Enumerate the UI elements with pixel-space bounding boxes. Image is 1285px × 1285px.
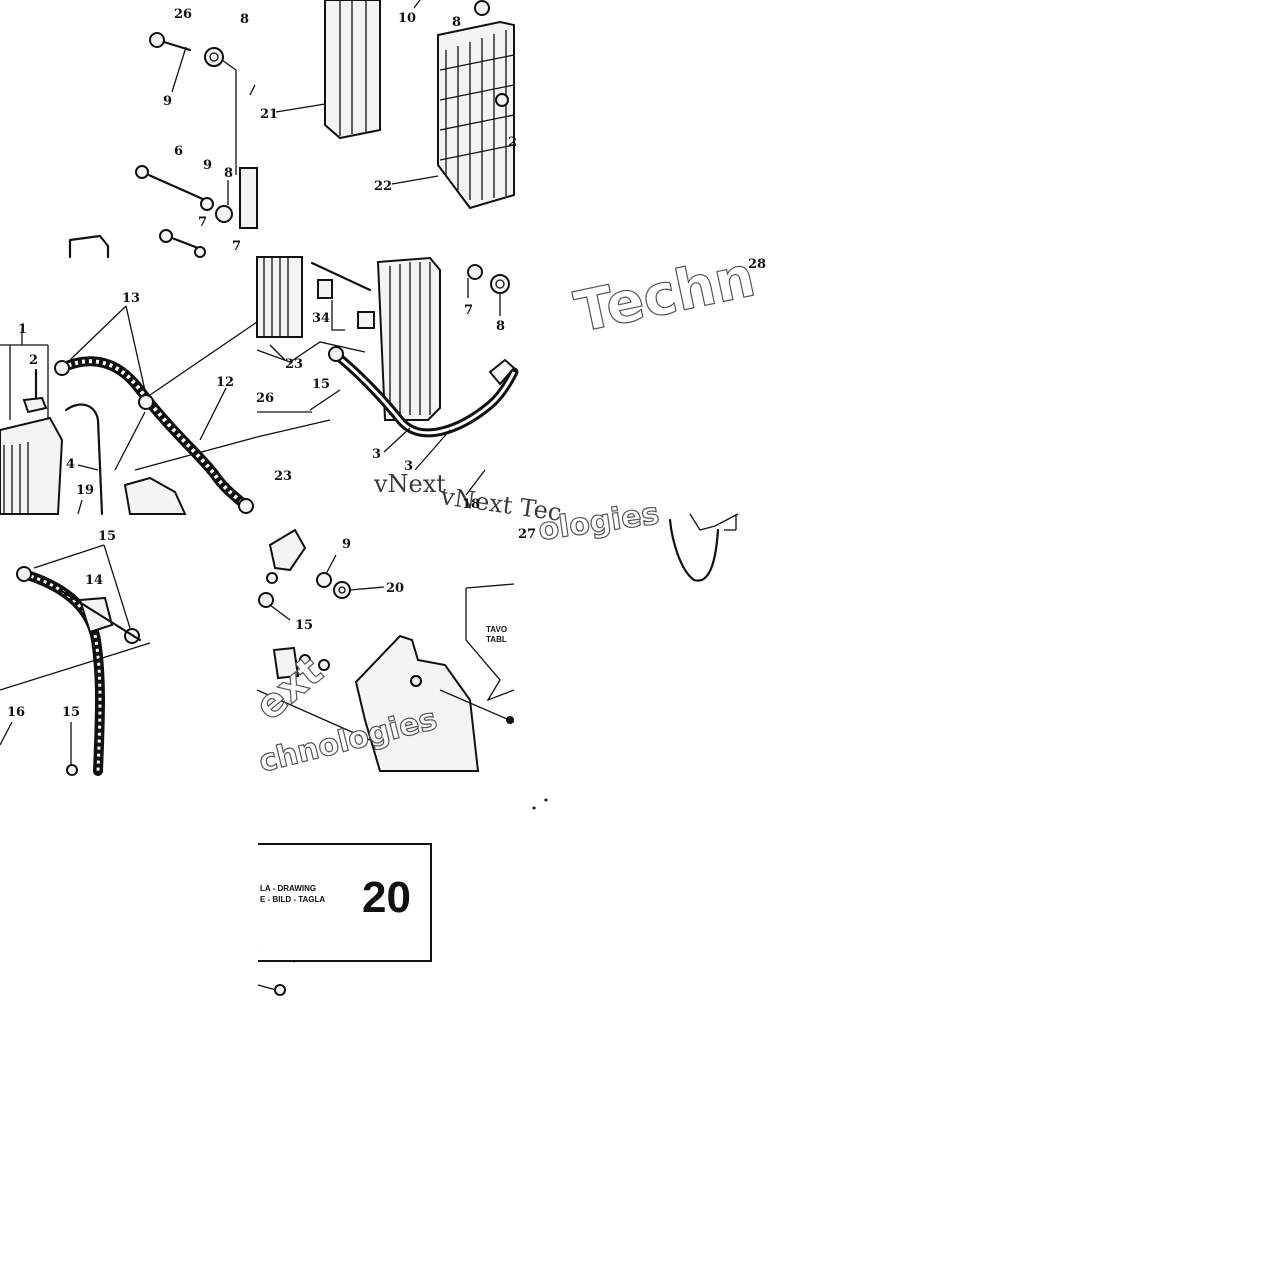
tile-bottom-center — [256, 528, 515, 772]
watermark-serif: vNext — [373, 470, 446, 498]
callout-number: 7 — [464, 303, 473, 318]
callout-number: 9 — [342, 537, 351, 552]
table-reference-label: TAVO TABL — [486, 625, 508, 644]
callout-number: 26 — [174, 7, 192, 22]
callout-number: 2 — [29, 353, 38, 368]
table-number: 20 — [362, 873, 411, 922]
callout-number: 27 — [518, 527, 536, 542]
callout-number: 15 — [98, 529, 116, 544]
callout-number: 19 — [76, 483, 94, 498]
tile-middle-right: Techn — [569, 244, 761, 347]
callout-number: 15 — [62, 705, 80, 720]
callout-number: 13 — [122, 291, 140, 306]
callout-number: 12 — [216, 375, 234, 390]
watermark-text: Techn — [569, 244, 760, 345]
callout-number: 34 — [312, 311, 330, 326]
callout-number: 8 — [224, 166, 233, 181]
callout-number: 1 — [18, 322, 27, 337]
callout-number: 15 — [312, 377, 330, 392]
callout-number: 23 — [285, 357, 303, 372]
callout-number: 28 — [748, 257, 766, 272]
tile-center — [256, 256, 519, 496]
callout-number: 20 — [386, 581, 404, 596]
callout-number: 7 — [198, 215, 207, 230]
callout-number: 8 — [452, 15, 461, 30]
callout-number: 18 — [462, 497, 480, 512]
callout-number: 6 — [174, 144, 183, 159]
callout-number: 14 — [85, 573, 103, 588]
tile-middle-left — [0, 305, 258, 516]
callout-number: 26 — [256, 391, 274, 406]
callout-number: 7 — [232, 239, 241, 254]
callout-number: 16 — [7, 705, 25, 720]
title-block: LA - DRAWING E - BILD - TAGLA 20 — [258, 843, 432, 962]
callout-number: 2 — [508, 135, 517, 150]
callout-number: 4 — [66, 457, 75, 472]
callout-number: 10 — [398, 11, 416, 26]
callout-number: 22 — [374, 179, 392, 194]
tile-bottom-right — [668, 513, 739, 582]
callout-number: 3 — [372, 447, 381, 462]
callout-number: 3 — [404, 459, 413, 474]
callout-number: 9 — [163, 94, 172, 109]
callout-number: 21 — [260, 107, 278, 122]
callout-number: 9 — [203, 158, 212, 173]
callout-number: 8 — [496, 319, 505, 334]
tile-top-middle — [275, 0, 515, 210]
callout-number: 8 — [240, 12, 249, 27]
callout-number: 23 — [274, 469, 292, 484]
drawing-label: LA - DRAWING E - BILD - TAGLA — [260, 884, 326, 904]
tile-bottom-left — [0, 544, 151, 776]
tile-top-left — [68, 32, 258, 259]
callout-number: 15 — [295, 618, 313, 633]
